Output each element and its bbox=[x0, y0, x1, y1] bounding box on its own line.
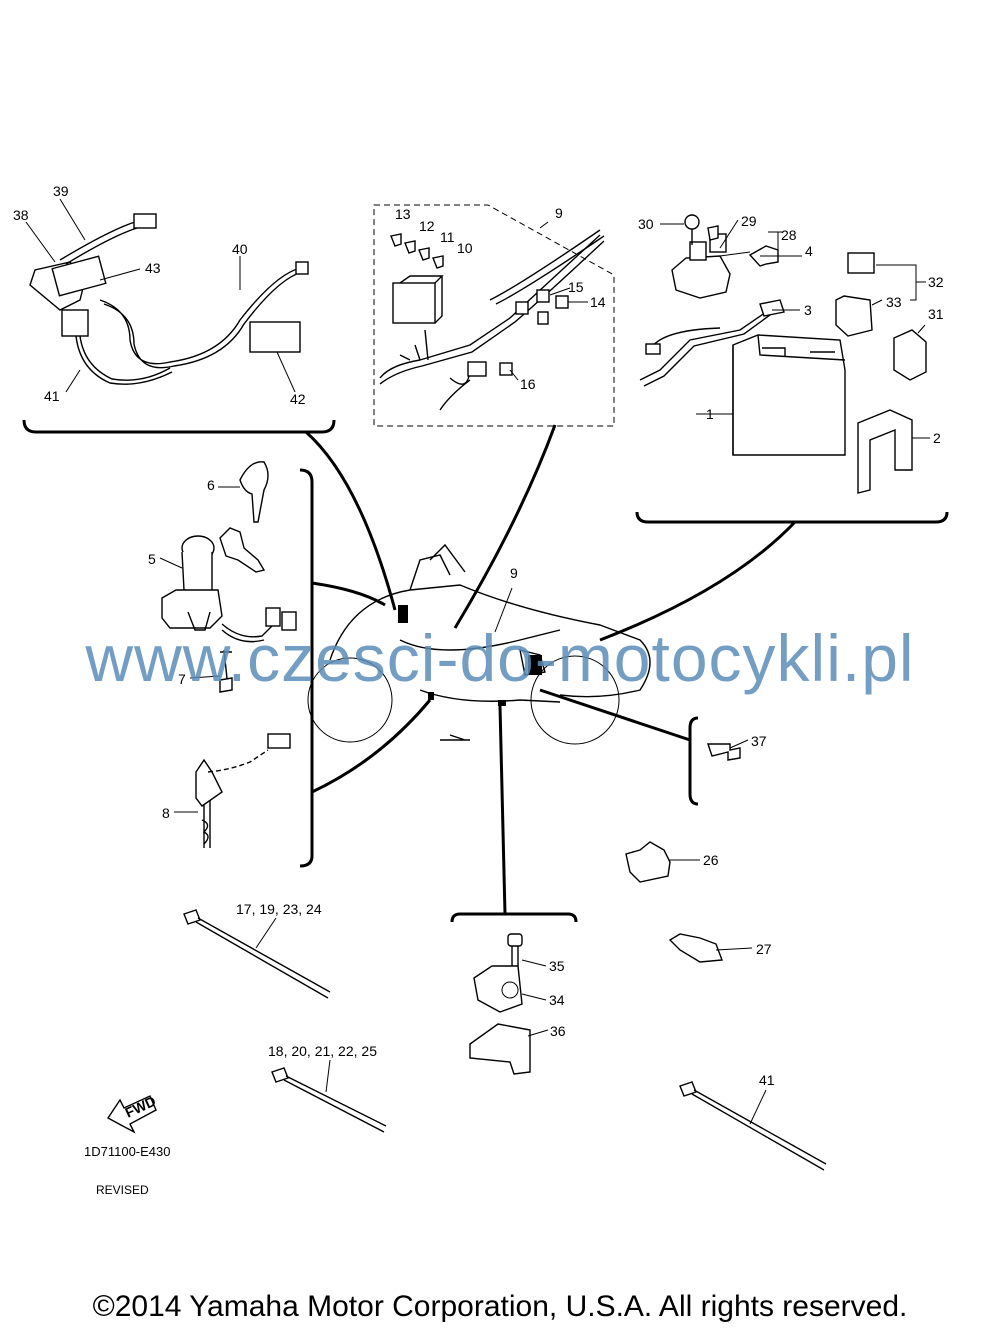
label-9-box: 9 bbox=[555, 205, 563, 221]
ecu-harness-group bbox=[25, 198, 309, 393]
label-32: 32 bbox=[928, 274, 944, 290]
fwd-arrow-icon: FWD bbox=[106, 1093, 158, 1134]
watermark: www.czesci-do-motocykli.pl bbox=[85, 621, 915, 695]
label-36: 36 bbox=[550, 1023, 566, 1039]
revision-note: REVISED bbox=[96, 1183, 149, 1197]
label-11: 11 bbox=[440, 229, 455, 245]
label-43: 43 bbox=[145, 260, 161, 276]
label-ties-b: 18, 20, 21, 22, 25 bbox=[268, 1043, 377, 1059]
label-13: 13 bbox=[395, 206, 411, 222]
clamps-group bbox=[625, 739, 753, 963]
fuse-box-region bbox=[373, 204, 615, 427]
cable-ties bbox=[183, 909, 827, 1171]
label-5: 5 bbox=[148, 551, 156, 567]
sensor-group bbox=[469, 933, 549, 1075]
label-41-a: 41 bbox=[44, 388, 60, 404]
label-30: 30 bbox=[638, 216, 654, 232]
label-12: 12 bbox=[419, 218, 435, 234]
label-15: 15 bbox=[568, 279, 584, 295]
label-39: 39 bbox=[53, 183, 69, 199]
copyright: ©2014 Yamaha Motor Corporation, U.S.A. A… bbox=[92, 1290, 908, 1323]
motorcycle-outline bbox=[307, 543, 651, 745]
label-31: 31 bbox=[928, 306, 944, 322]
ignition-group bbox=[159, 461, 297, 848]
label-10: 10 bbox=[457, 240, 473, 256]
label-27: 27 bbox=[756, 941, 772, 957]
label-6: 6 bbox=[207, 477, 215, 493]
fuse-box-contents bbox=[379, 221, 605, 411]
label-40: 40 bbox=[232, 241, 248, 257]
part-labels: 1 2 3 4 5 6 7 8 9 9 10 11 12 13 14 15 16… bbox=[13, 183, 944, 1088]
label-14: 14 bbox=[590, 294, 606, 310]
label-26: 26 bbox=[703, 852, 719, 868]
drawing-code: 1D71100-E430 bbox=[84, 1144, 171, 1159]
label-28: 28 bbox=[781, 227, 797, 243]
label-7: 7 bbox=[178, 671, 186, 687]
label-ties-a: 17, 19, 23, 24 bbox=[236, 901, 322, 917]
label-41-b: 41 bbox=[759, 1072, 775, 1088]
label-16: 16 bbox=[520, 376, 536, 392]
label-4: 4 bbox=[805, 243, 813, 259]
label-38: 38 bbox=[13, 207, 29, 223]
battery-group bbox=[639, 214, 930, 494]
label-3: 3 bbox=[804, 302, 812, 318]
label-2: 2 bbox=[933, 430, 941, 446]
label-8: 8 bbox=[162, 805, 170, 821]
label-42: 42 bbox=[290, 391, 306, 407]
label-33: 33 bbox=[886, 294, 902, 310]
label-1: 1 bbox=[706, 406, 714, 422]
label-37: 37 bbox=[751, 733, 767, 749]
label-35: 35 bbox=[549, 958, 565, 974]
group-brackets bbox=[22, 419, 949, 923]
label-9-main: 9 bbox=[510, 565, 518, 581]
label-29: 29 bbox=[741, 213, 757, 229]
label-34: 34 bbox=[549, 992, 565, 1008]
